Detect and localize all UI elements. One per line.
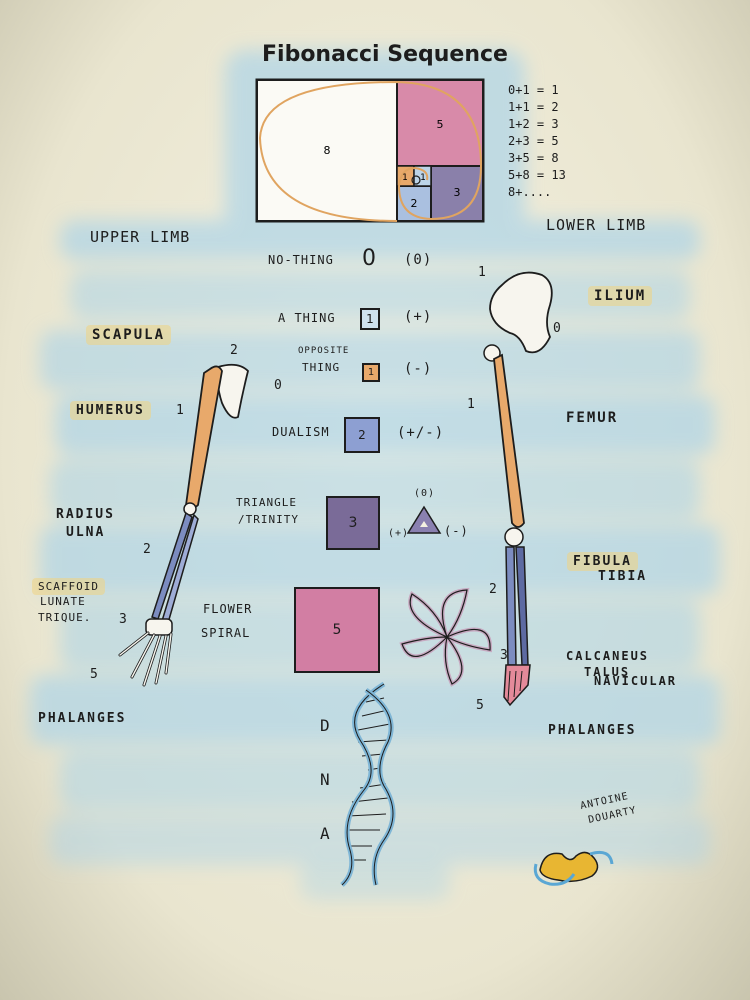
label-tibia: TIBIA [598,569,648,584]
fibonacci-spiral-figure: 8 5 3 2 1 1 [255,78,485,223]
zero-symbol: 0 [362,246,376,271]
row-sign-no-thing: (0) [404,252,433,268]
count-scapula: 2 [230,343,239,358]
upper-limb-heading: UPPER LIMB [90,228,191,246]
row-label-flower-line1: FLOWER [203,602,253,616]
square-label-1b: 1 [420,173,426,183]
row-label-no-thing: NO-THING [268,253,334,267]
row-sign-opposite: (-) [404,361,433,377]
flower-spiral-icon [399,587,493,687]
square-3 [430,165,484,222]
count-tarsals: 3 [500,648,509,663]
square-label-5: 5 [437,118,444,131]
square-label-1a: 1 [402,173,408,183]
box-5: 5 [294,587,380,673]
label-tarsals-3: NAVICULAR [594,674,678,688]
box-1-plus: 1 [360,308,380,330]
row-label-flower-line2: SPIRAL [201,626,251,640]
count-radius-ulna: 2 [143,542,152,557]
label-scapula: SCAPULA [86,325,172,345]
equation: 8+.... [508,185,552,199]
count-lower-zero: 0 [553,321,562,336]
count-upper-phalanges: 5 [90,667,99,682]
upper-limb-skeleton [118,363,249,687]
label-tarsals-2: TALUS [584,665,631,679]
label-radius: RADIUS [56,507,115,522]
label-fibula: FIBULA [567,552,638,571]
square-label-3: 3 [454,186,461,199]
equation: 3+5 = 8 [508,151,559,165]
trinity-triangle-icon [406,505,442,534]
dna-letter-d: D [320,716,331,735]
count-carpals: 3 [119,612,128,627]
count-femur: 1 [467,397,476,412]
square-5 [396,79,484,167]
equation: 5+8 = 13 [508,168,566,182]
box-2: 2 [344,417,380,453]
lower-limb-skeleton [483,271,553,707]
dna-letter-n: N [320,770,331,789]
row-label-opposite-line1: OPPOSITE [298,346,350,356]
square-label-8: 8 [324,144,331,157]
equation: 0+1 = 1 [508,83,559,97]
row-label-dualism: DUALISM [272,425,330,439]
artist-logo-icon [533,850,614,886]
label-upper-phalanges: PHALANGES [38,711,127,726]
label-carpals-1: SCAFFOID [32,578,105,595]
dna-letter-a: A [320,824,331,843]
row-label-a-thing: A THING [278,311,336,325]
row-label-triangle-line2: /TRINITY [238,513,299,526]
triangle-sign-top: (0) [414,488,436,499]
row-sign-a-thing: (+) [404,309,433,325]
box-3: 3 [326,496,380,550]
page-title: Fibonacci Sequence [262,42,508,67]
triangle-sign-left: (+) [388,528,410,539]
count-ilium: 1 [478,265,487,280]
row-label-triangle-line1: TRIANGLE [236,496,297,509]
label-femur: FEMUR [566,410,619,426]
dna-helix-drawing [340,681,396,887]
count-humerus: 1 [176,403,185,418]
label-humerus: HUMERUS [70,401,151,420]
label-ulna: ULNA [66,525,106,540]
count-upper-zero: 0 [274,378,283,393]
equation-list: 0+1 = 1 1+1 = 2 1+2 = 3 2+3 = 5 3+5 = 8 … [508,82,566,201]
equation: 2+3 = 5 [508,134,559,148]
box-1-minus: 1 [362,363,380,382]
count-lower-phalanges: 5 [476,698,485,713]
equation: 1+1 = 2 [508,100,559,114]
label-tarsals-1: CALCANEUS [566,649,650,663]
equation: 1+2 = 3 [508,117,559,131]
row-sign-dualism: (+/-) [397,425,445,441]
label-carpals-2: LUNATE [40,595,86,608]
square-label-2: 2 [411,197,418,210]
lower-limb-heading: LOWER LIMB [546,216,647,234]
count-fibula-tibia: 2 [489,582,498,597]
label-ilium: ILIUM [588,286,653,306]
label-carpals-3: TRIQUE. [38,611,92,624]
triangle-sign-right: (-) [444,524,469,538]
label-lower-phalanges: PHALANGES [548,723,637,738]
row-label-opposite-line2: THING [302,361,341,374]
